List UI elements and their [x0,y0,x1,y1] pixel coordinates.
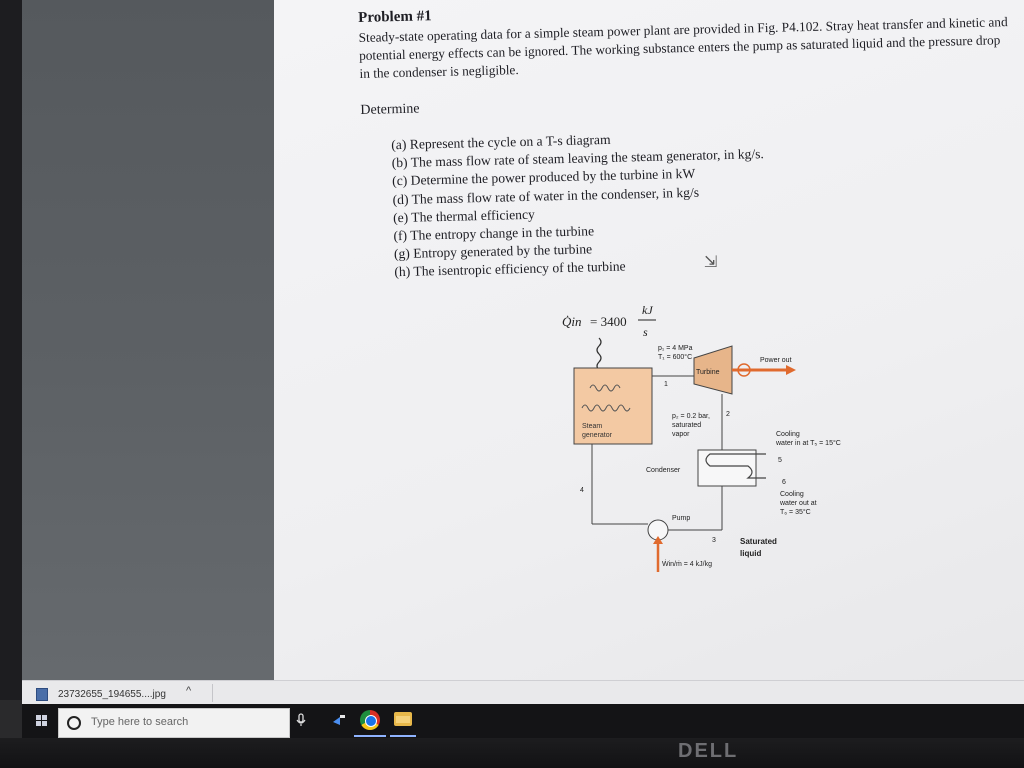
turbine [693,345,733,395]
state-1-label: 1 [664,381,668,388]
saturated-liquid-label: Saturated [740,537,777,546]
q-in-value: = 3400 [590,314,627,329]
search-placeholder: Type here to search [91,716,189,728]
question-list: (a) Represent the cycle on a T-s diagram… [361,121,1024,283]
shaft-icon [737,363,751,377]
viewer-side-panel [22,0,274,680]
condenser-coil [705,453,766,479]
steam-generator-label-2: generator [582,432,613,439]
state-6-label: 6 [782,479,786,486]
state-2-label: 2 [726,411,730,418]
image-file-icon [36,688,48,701]
cooling-out-text: water out at [779,500,817,507]
file-explorer-icon[interactable] [394,712,412,726]
chrome-browser-icon[interactable] [360,710,380,730]
monitor-bezel-left [0,0,22,700]
q-in-unit-den: s [643,325,648,339]
steam-generator [573,367,653,445]
cortana-circle-icon [67,716,81,730]
task-view-icon[interactable] [330,711,348,729]
chrome-active-indicator [354,735,386,737]
windows-taskbar: Type here to search [22,704,1024,738]
cooling-out-temp: T₆ = 35°C [780,508,811,516]
image-viewer-document: Problem #1 Steady-state operating data f… [274,0,1024,680]
taskbar-search-box[interactable]: Type here to search [58,708,290,738]
determine-heading: Determine [360,101,420,118]
state-2-pressure: p₂ = 0.2 bar, [672,413,710,420]
explorer-active-indicator [390,735,416,737]
download-separator [212,684,213,702]
state-2-saturated: saturated [672,422,701,429]
condenser [697,449,757,487]
state-2-vapor: vapor [672,431,690,438]
saturated-liquid-label-2: liquid [740,549,761,558]
pump-label: Pump [672,515,690,522]
windows-start-icon[interactable] [36,715,48,727]
state-1-temperature: T₁ = 600°C [658,353,692,361]
state-3-label: 3 [712,537,716,544]
turbine-label: Turbine [696,369,720,376]
download-bar: 23732655_194655....jpg ^ [22,680,1024,705]
power-plant-diagram: Q̇in = 3400 kJ s Steam generator p₁ = 4 … [562,303,841,572]
monitor-brand-logo: DELL [678,740,739,762]
state-5-label: 5 [778,457,782,464]
q-in-unit-num: kJ [642,303,653,317]
condenser-label: Condenser [646,467,681,474]
power-out-label: Power out [760,357,792,364]
problem-text: Problem #1 Steady-state operating data f… [358,0,1024,283]
cooling-in-label: Cooling [776,431,800,438]
pump-work-label: Ẇin/ṁ = 4 kJ/kg [662,559,712,568]
microphone-icon[interactable] [292,711,310,729]
download-file-name: 23732655_194655....jpg [58,689,166,700]
monitor-bezel-bottom [0,738,1024,768]
cooling-in-temp: water in at T₅ = 15°C [775,439,841,447]
cooling-out-label: Cooling [780,491,804,498]
download-item[interactable]: 23732655_194655....jpg ^ [36,685,206,703]
heating-coil [581,404,631,412]
state-1-pressure: p₁ = 4 MPa [658,345,693,352]
chevron-up-icon[interactable]: ^ [186,685,192,697]
steam-generator-label: Steam [582,423,602,430]
mouse-cursor-icon: ⇲ [704,252,718,271]
q-in-symbol: Q̇in [562,314,582,329]
state-4-label: 4 [580,487,584,494]
